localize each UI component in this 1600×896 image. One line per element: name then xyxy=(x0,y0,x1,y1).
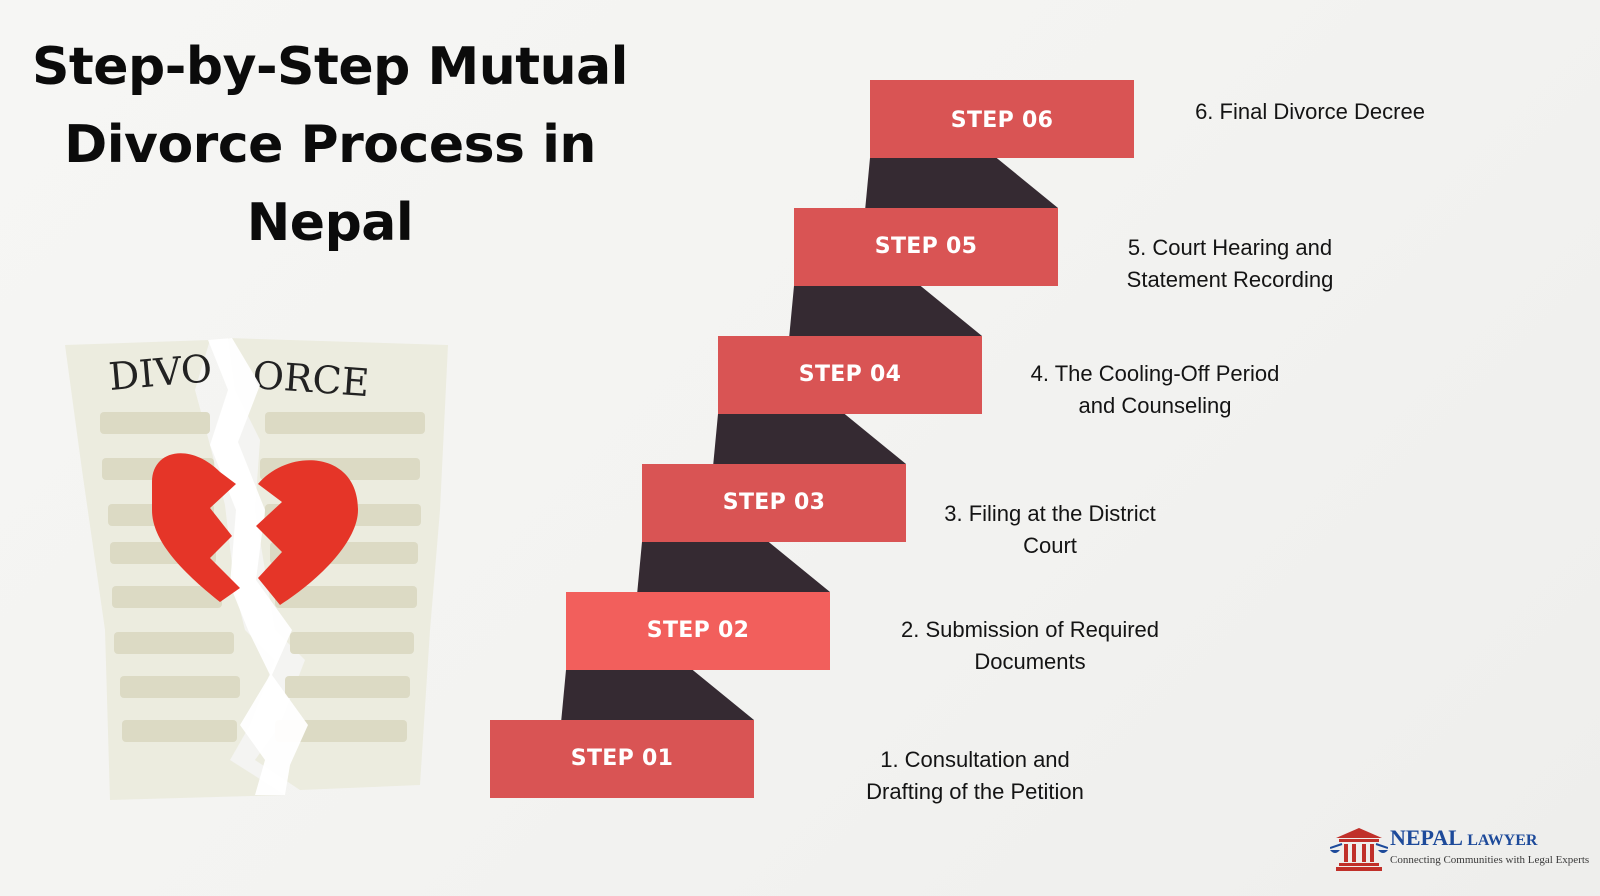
title-line-2: Divorce Process in xyxy=(64,115,596,175)
step-connector-3 xyxy=(713,414,906,464)
step-desc-05-line-1: 5. Court Hearing and xyxy=(1127,235,1333,260)
step-desc-05: 5. Court Hearing and Statement Recording xyxy=(1070,232,1390,296)
step-connector-1 xyxy=(561,670,754,720)
step-label-06: STEP 06 xyxy=(950,108,1054,133)
step-desc-04: 4. The Cooling-Off Period and Counseling xyxy=(995,358,1315,422)
step-block-06 xyxy=(870,80,1134,158)
tear-crack xyxy=(208,338,308,795)
logo-name: NEPAL LAWYER xyxy=(1390,826,1589,853)
step-desc-04-line-1: 4. The Cooling-Off Period xyxy=(1030,361,1280,386)
step-block-03 xyxy=(642,464,906,542)
step-connector-5 xyxy=(865,158,1058,208)
step-label-05: STEP 05 xyxy=(874,234,978,259)
divorce-illustration: DIVO ORCE xyxy=(65,338,448,800)
step-block-04 xyxy=(718,336,982,414)
paper-word-right: ORCE xyxy=(251,353,370,405)
step-connector-2 xyxy=(637,542,830,592)
title-line-3: Nepal xyxy=(246,193,414,253)
step-label-01: STEP 01 xyxy=(570,746,674,771)
step-block-01 xyxy=(490,720,754,798)
logo-tagline: Connecting Communities with Legal Expert… xyxy=(1390,854,1590,866)
title-line-1: Step-by-Step Mutual xyxy=(31,37,629,97)
step-desc-04-line-2: and Counseling xyxy=(1078,393,1232,418)
step-desc-02: 2. Submission of Required Documents xyxy=(870,614,1190,678)
step-desc-03: 3. Filing at the District Court xyxy=(890,498,1210,562)
nepal-lawyer-logo: NEPAL LAWYER Connecting Communities with… xyxy=(1330,826,1590,876)
step-desc-01-line-1: 1. Consultation and xyxy=(880,747,1070,772)
step-desc-05-line-2: Statement Recording xyxy=(1126,267,1334,292)
step-desc-01: 1. Consultation and Drafting of the Peti… xyxy=(815,744,1135,808)
step-desc-03-line-2: Court xyxy=(1023,533,1077,558)
courthouse-scales-icon xyxy=(1330,828,1388,871)
step-desc-03-line-1: 3. Filing at the District xyxy=(944,501,1156,526)
broken-heart-icon xyxy=(152,453,358,605)
page-title: Step-by-Step Mutual Divorce Process in N… xyxy=(30,28,630,262)
step-desc-06-line-1: 6. Final Divorce Decree xyxy=(1195,99,1425,124)
step-desc-02-line-1: 2. Submission of Required xyxy=(900,617,1160,642)
logo-text: NEPAL LAWYER Connecting Communities with… xyxy=(1390,826,1589,867)
logo-name-main: NEPAL xyxy=(1390,825,1462,850)
step-label-02: STEP 02 xyxy=(646,618,750,643)
step-block-02 xyxy=(566,592,830,670)
step-connector-4 xyxy=(789,286,982,336)
paper-word-left: DIVO xyxy=(107,346,214,399)
step-desc-01-line-2: Drafting of the Petition xyxy=(866,779,1084,804)
step-label-03: STEP 03 xyxy=(722,490,826,515)
step-desc-06: 6. Final Divorce Decree xyxy=(1150,96,1470,128)
logo-name-small: LAWYER xyxy=(1467,832,1538,849)
step-desc-02-line-2: Documents xyxy=(974,649,1086,674)
step-block-05 xyxy=(794,208,1058,286)
step-label-04: STEP 04 xyxy=(798,362,902,387)
